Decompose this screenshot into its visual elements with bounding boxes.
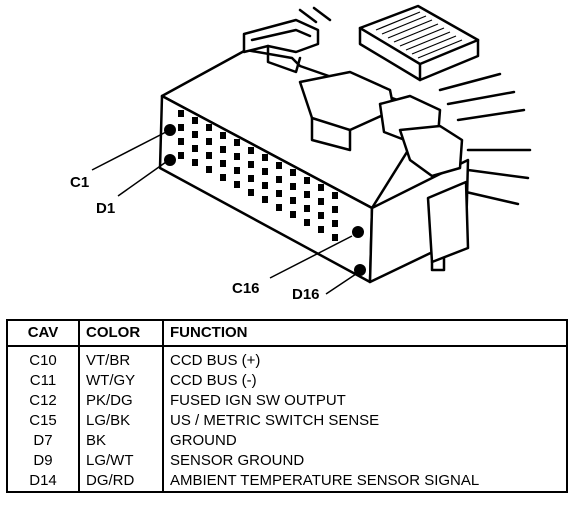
cell-cav: C11 — [7, 371, 80, 391]
header-color: COLOR — [79, 320, 164, 347]
cavity-c1-marker — [164, 124, 176, 136]
cell-color: VT/BR — [79, 346, 164, 371]
label-d1: D1 — [96, 200, 116, 217]
cavity-grid — [178, 110, 338, 241]
cell-function: US / METRIC SWITCH SENSE — [170, 412, 380, 429]
cell-function: SENSOR GROUND — [170, 452, 305, 469]
cell-color: LG/WT — [79, 451, 164, 471]
connector-illustration — [91, 4, 532, 295]
cell-cav: D14 — [7, 471, 80, 492]
cell-color: LG/BK — [79, 411, 164, 431]
label-c1: C1 — [70, 174, 90, 191]
cell-function: CCD BUS (-) — [170, 372, 257, 389]
header-function: FUNCTION — [163, 320, 567, 347]
cell-function: CCD BUS (+) — [170, 352, 261, 369]
table-row: C10 VT/BR CCD BUS (+) — [7, 346, 567, 371]
cavity-c16-marker — [352, 226, 364, 238]
connector-latch — [242, 18, 320, 54]
cavity-d1-marker — [164, 154, 176, 166]
cell-function: GROUND — [170, 432, 237, 449]
cell-cav: D9 — [7, 451, 80, 471]
cell-color: BK — [79, 431, 164, 451]
cell-function: AMBIENT TEMPERATURE SENSOR SIGNAL — [170, 472, 480, 489]
cell-cav: C15 — [7, 411, 80, 431]
table-row: D14 DG/RD AMBIENT TEMPERATURE SENSOR SIG… — [7, 471, 567, 492]
pinout-table: CAV COLOR FUNCTION C10 VT/BR CCD BUS (+)… — [6, 319, 568, 493]
side-clip — [426, 180, 470, 264]
cavity-d16-marker — [354, 264, 366, 276]
table-row: D7 BK GROUND — [7, 431, 567, 451]
cell-color: DG/RD — [79, 471, 164, 492]
cell-cav: C12 — [7, 391, 80, 411]
table-row: C11 WT/GY CCD BUS (-) — [7, 371, 567, 391]
cell-cav: D7 — [7, 431, 80, 451]
header-cav: CAV — [7, 320, 80, 347]
table-row: C15 LG/BK US / METRIC SWITCH SENSE — [7, 411, 567, 431]
cell-function: FUSED IGN SW OUTPUT — [170, 392, 346, 409]
cell-color: WT/GY — [79, 371, 164, 391]
table-row: D9 LG/WT SENSOR GROUND — [7, 451, 567, 471]
label-d16: D16 — [292, 286, 320, 303]
table-header-row: CAV COLOR FUNCTION — [7, 320, 567, 347]
cell-color: PK/DG — [79, 391, 164, 411]
table-row: C12 PK/DG FUSED IGN SW OUTPUT — [7, 391, 567, 411]
label-c16: C16 — [232, 280, 260, 297]
cell-cav: C10 — [7, 346, 80, 371]
